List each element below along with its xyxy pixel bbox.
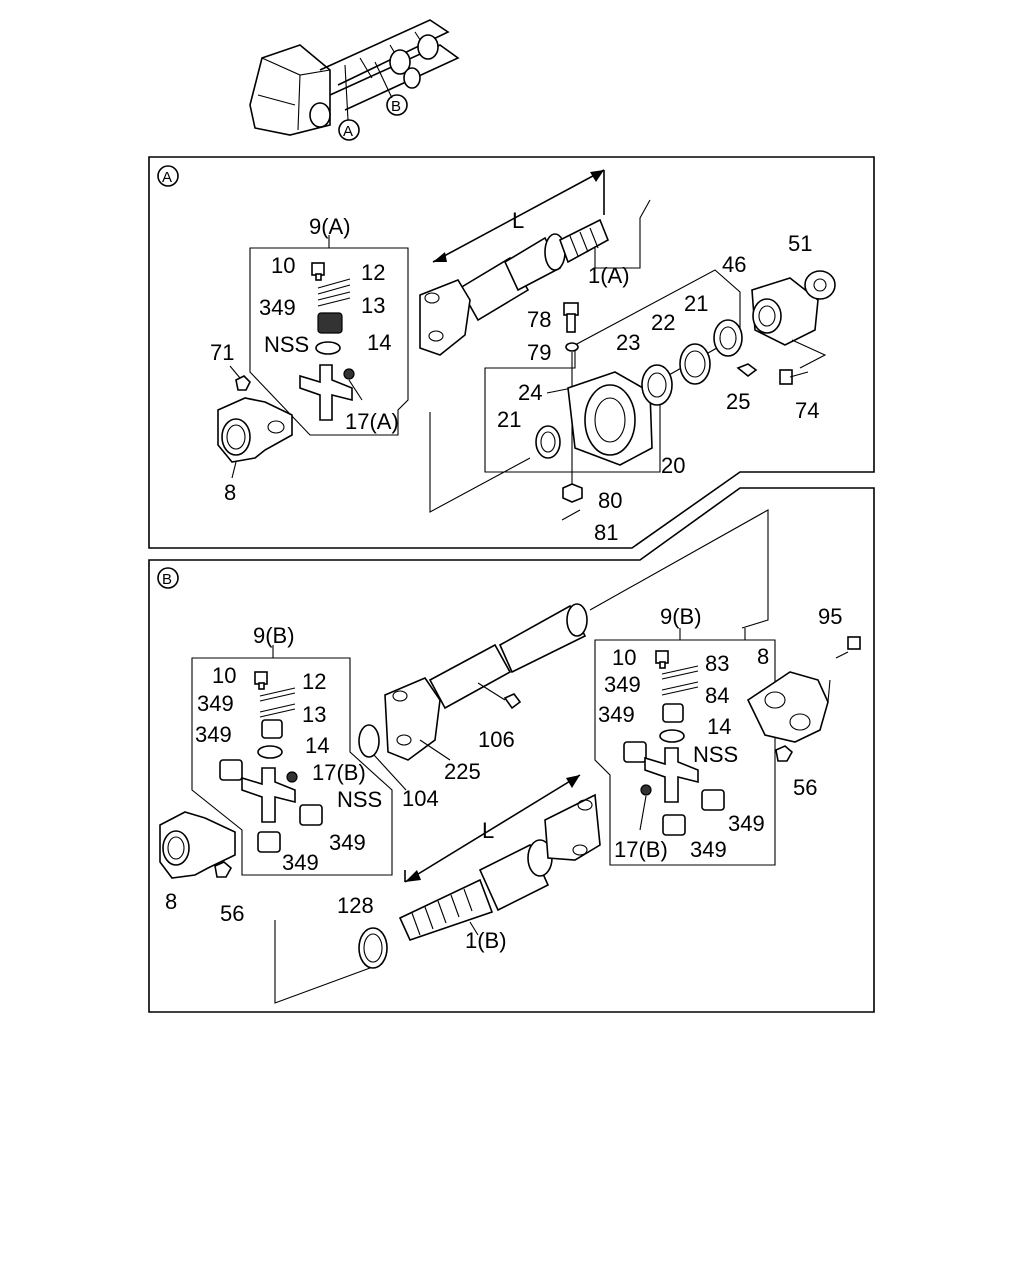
label-14: 14 xyxy=(367,330,391,355)
label-21-right: 21 xyxy=(684,291,708,316)
joint-kit-9a: 9(A) 10 12 13 349 14 NSS 17(A) xyxy=(249,214,409,436)
label-8: 8 xyxy=(224,480,236,505)
label-l349-d: 349 xyxy=(282,850,319,875)
label-l349-a: 349 xyxy=(197,691,234,716)
section-a: A 9(A) 10 12 13 349 14 NSS xyxy=(148,156,875,549)
center-bearing-20: 78 79 24 21 80 81 23 22 xyxy=(484,269,758,545)
label-9b-right: 9(B) xyxy=(660,604,702,629)
slip-shaft-1b: L 128 1(B) xyxy=(274,774,601,1004)
label-rnss: NSS xyxy=(693,742,738,767)
label-51: 51 xyxy=(788,231,812,256)
label-l12: 12 xyxy=(302,669,326,694)
label-71: 71 xyxy=(210,340,234,365)
section-b: B 9(B) 10 12 13 349 349 14 17(B) NSS 349 xyxy=(148,487,875,1013)
label-r8: 8 xyxy=(757,644,769,669)
label-lnss: NSS xyxy=(337,787,382,812)
label-106: 106 xyxy=(478,727,515,752)
label-17a: 17(A) xyxy=(345,409,399,434)
label-L-b: L xyxy=(482,818,494,843)
label-9b-left: 9(B) xyxy=(253,623,295,648)
label-1b: 1(B) xyxy=(465,928,507,953)
label-20: 20 xyxy=(661,453,685,478)
flange-yoke-8-left: 8 56 xyxy=(159,811,244,926)
label-1a: 1(A) xyxy=(588,263,630,288)
label-l10: 10 xyxy=(212,663,236,688)
label-10: 10 xyxy=(271,253,295,278)
label-25: 25 xyxy=(726,389,750,414)
label-22: 22 xyxy=(651,310,675,335)
joint-kit-9b-left: 9(B) 10 12 13 349 349 14 17(B) NSS 349 3… xyxy=(191,623,393,876)
overview-marker-a: A xyxy=(343,123,353,140)
label-r349-a: 349 xyxy=(604,672,641,697)
label-225: 225 xyxy=(444,759,481,784)
tube-shaft-225: 104 225 106 xyxy=(358,509,769,811)
propeller-shaft-1a: L 1(A) xyxy=(419,169,651,356)
label-r17b: 17(B) xyxy=(614,837,668,862)
flange-yoke-8: 71 8 xyxy=(210,340,293,505)
marker-b-circle xyxy=(386,94,408,116)
label-12: 12 xyxy=(361,260,385,285)
label-r84: 84 xyxy=(705,683,729,708)
joint-kit-9b-right: 9(B) 10 83 84 349 349 14 NSS 17(B) 349 3… xyxy=(594,604,776,866)
label-l56: 56 xyxy=(220,901,244,926)
companion-flange-46: 46 51 74 xyxy=(722,231,836,423)
label-r95: 95 xyxy=(818,604,842,629)
label-24: 24 xyxy=(518,380,542,405)
label-l8: 8 xyxy=(165,889,177,914)
label-79: 79 xyxy=(527,340,551,365)
label-r14: 14 xyxy=(707,714,731,739)
label-349: 349 xyxy=(259,295,296,320)
label-r349-c: 349 xyxy=(728,811,765,836)
label-21-left: 21 xyxy=(497,407,521,432)
marker-a-circle xyxy=(338,119,360,141)
label-r83: 83 xyxy=(705,651,729,676)
label-r349-d: 349 xyxy=(690,837,727,862)
section-a-marker: A xyxy=(162,169,172,186)
label-nss: NSS xyxy=(264,332,309,357)
label-80: 80 xyxy=(598,488,622,513)
label-r56: 56 xyxy=(793,775,817,800)
truck-overview-illustration: A B xyxy=(249,19,460,141)
label-104: 104 xyxy=(402,786,439,811)
label-81: 81 xyxy=(594,520,618,545)
label-l17b: 17(B) xyxy=(312,760,366,785)
label-r349-b: 349 xyxy=(598,702,635,727)
label-23: 23 xyxy=(616,330,640,355)
label-r10: 10 xyxy=(612,645,636,670)
label-74: 74 xyxy=(795,398,819,423)
label-l349-c: 349 xyxy=(329,830,366,855)
label-46: 46 xyxy=(722,252,746,277)
label-L-a: L xyxy=(512,208,524,233)
flange-yoke-8-right: 95 8 56 xyxy=(746,604,861,800)
label-78: 78 xyxy=(527,307,551,332)
label-l349-b: 349 xyxy=(195,722,232,747)
section-b-marker: B xyxy=(162,571,172,588)
label-9a: 9(A) xyxy=(309,214,351,239)
label-l13: 13 xyxy=(302,702,326,727)
label-l14: 14 xyxy=(305,733,329,758)
label-128: 128 xyxy=(337,893,374,918)
overview-marker-b: B xyxy=(391,98,401,115)
label-13: 13 xyxy=(361,293,385,318)
